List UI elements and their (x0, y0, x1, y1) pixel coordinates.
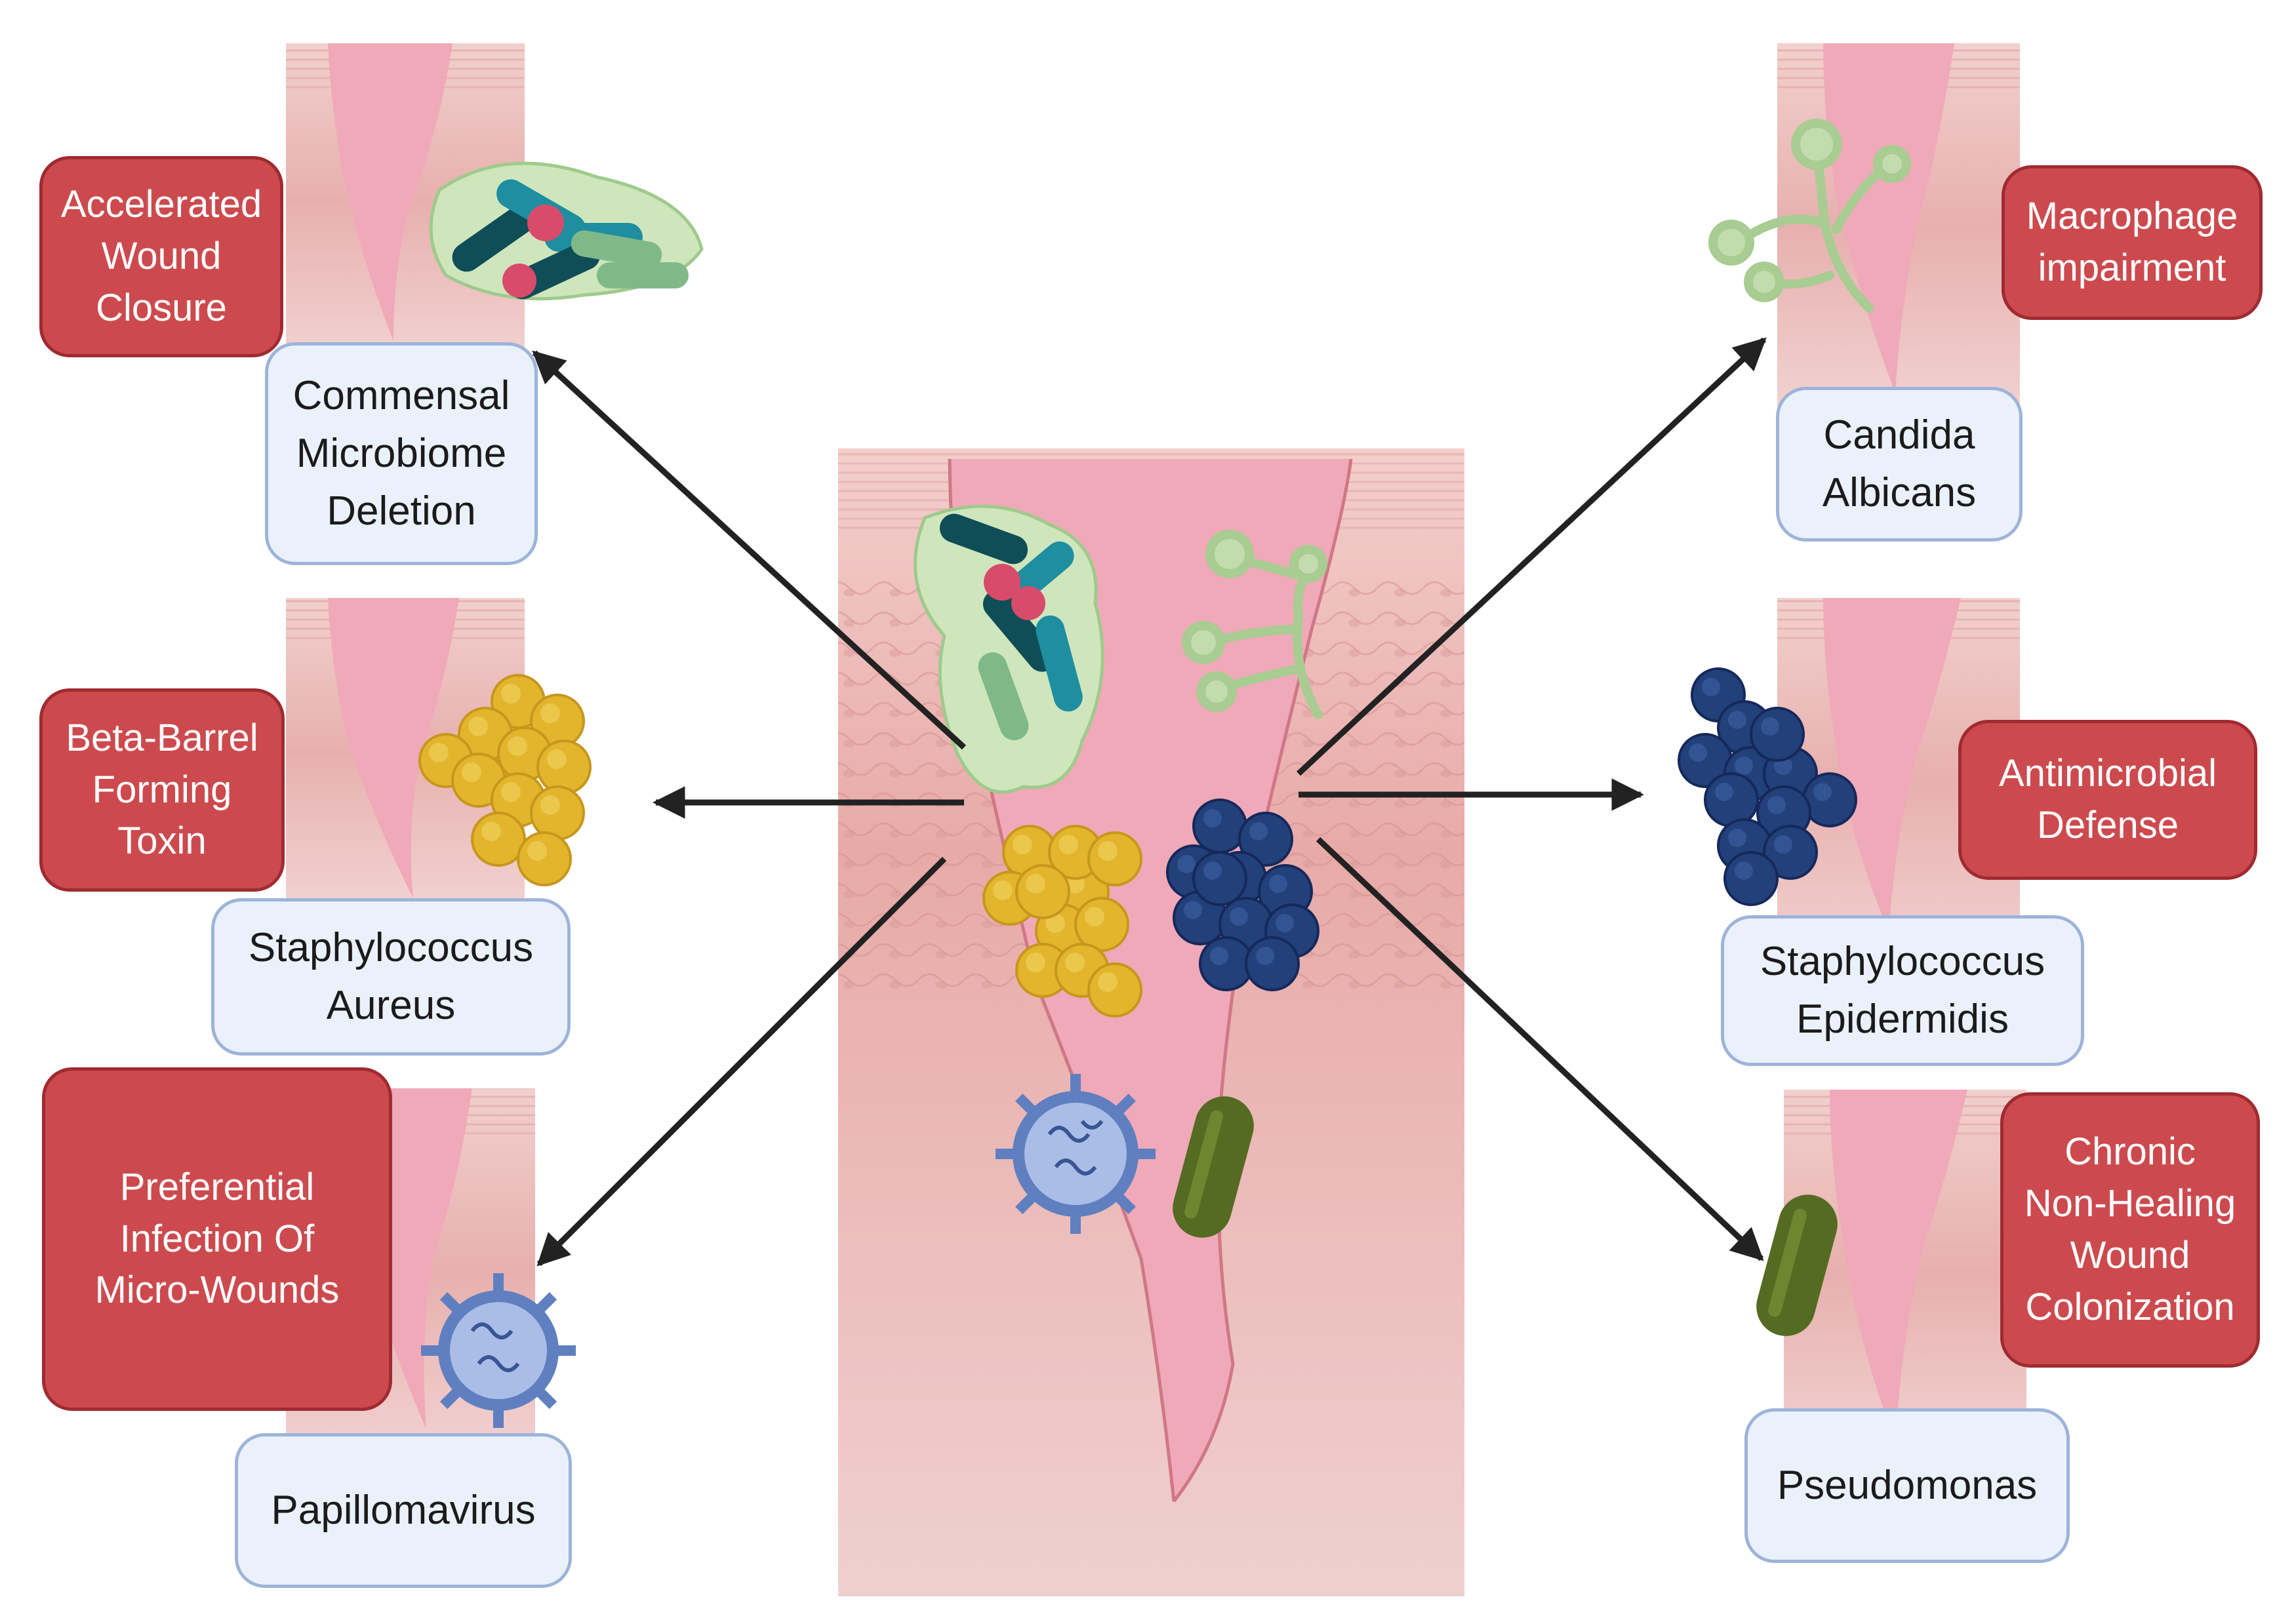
arrow-to-commensal (532, 350, 967, 750)
effect-label-pseudomonas: Chronic Non-Healing Wound Colonization (2000, 1092, 2260, 1368)
panel-candida-tissue (1708, 43, 2020, 410)
central-wound-illustration (838, 448, 1464, 1596)
arrow-to-papilloma (536, 856, 947, 1267)
organism-label-papilloma: Papillomavirus (235, 1433, 572, 1588)
arrow-to-candida (1296, 337, 1767, 776)
organism-label-staph-aureus: Staphylococcus Aureus (211, 898, 571, 1056)
fungal-hyphae-icon (1182, 530, 1327, 719)
rod-bacterium-icon (1173, 1096, 1254, 1238)
organism-label-commensal: Commensal Microbiome Deletion (265, 342, 538, 565)
panel-staph-aureus-tissue (286, 598, 592, 906)
panel-commensal-tissue (286, 43, 704, 358)
connector-arrows (532, 337, 1767, 1267)
organism-label-candida: Candida Albicans (1776, 387, 2023, 542)
commensal-bacteria-cluster-icon (914, 504, 1104, 794)
effect-label-candida: Macrophage impairment (2002, 165, 2263, 320)
organism-label-staph-epidermidis: Staphylococcus Epidermidis (1721, 915, 2084, 1066)
effect-label-staph-aureus: Beta-Barrel Forming Toxin (39, 688, 285, 892)
arrow-to-pseudomonas (1316, 837, 1764, 1261)
organism-label-pseudomonas: Pseudomonas (1744, 1408, 2070, 1563)
effect-label-papilloma: Preferential Infection Of Micro-Wounds (42, 1067, 392, 1411)
virus-icon (996, 1074, 1156, 1234)
panel-pseudomonas-tissue (1756, 1090, 2026, 1457)
effect-label-staph-epidermidis: Antimicrobial Defense (1958, 720, 2257, 880)
effect-label-commensal: Accelerated Wound Closure (39, 156, 283, 357)
